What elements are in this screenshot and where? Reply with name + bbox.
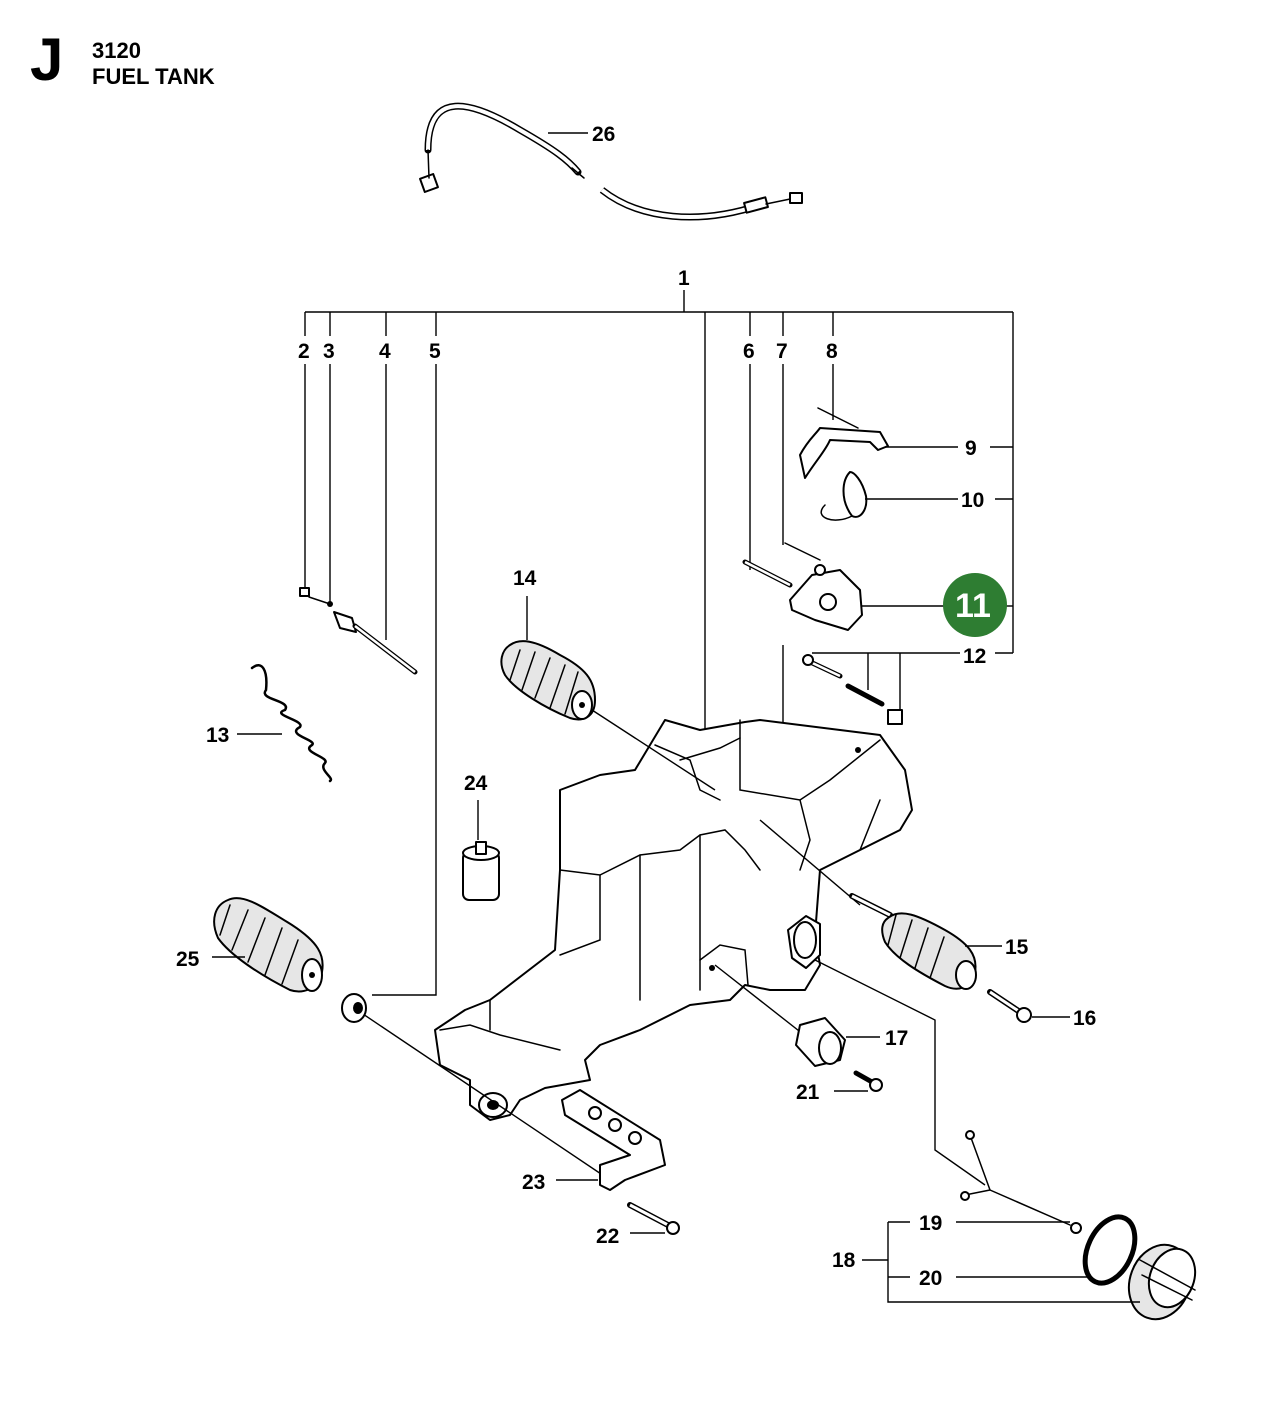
model-number: 3120 (92, 38, 141, 63)
part-25-rubber-buffer (212, 897, 367, 1023)
body-leader-lines (359, 709, 986, 1186)
label-22: 22 (596, 1225, 619, 1248)
parts-2-5-valve (299, 587, 418, 675)
part-17-bushing (795, 1017, 880, 1067)
part-26-hose (419, 102, 803, 221)
label-24: 24 (464, 772, 488, 795)
page-title: FUEL TANK (92, 64, 215, 89)
part-18-fuel-cap (1127, 1243, 1197, 1321)
label-19: 19 (919, 1212, 942, 1235)
part-20-o-ring (1082, 1214, 1138, 1286)
part-14-rubber-buffer (500, 596, 596, 721)
label-23: 23 (522, 1171, 545, 1194)
part-19-cap-strap (960, 1130, 1082, 1234)
label-5: 5 (429, 340, 441, 363)
label-12: 12 (963, 645, 986, 668)
label-21: 21 (796, 1081, 820, 1104)
part-6-pin (742, 559, 793, 588)
part-10-spring (820, 470, 868, 521)
label-13: 13 (206, 724, 229, 747)
label-2: 2 (298, 340, 310, 363)
part-22-screw (627, 1202, 680, 1235)
part-9-clip (799, 407, 889, 479)
label-3: 3 (323, 340, 335, 363)
label-20: 20 (919, 1267, 942, 1290)
label-8: 8 (826, 340, 838, 363)
part-15-rubber-buffer (849, 893, 1002, 990)
label-14: 14 (513, 567, 537, 590)
part-21-screw (834, 1070, 883, 1092)
highlight-marker (943, 573, 1007, 637)
part-12-screw-spring (802, 654, 903, 725)
part-11-valve-body (789, 564, 863, 631)
label-4: 4 (379, 340, 391, 363)
label-9: 9 (965, 437, 977, 460)
label-16: 16 (1073, 1007, 1096, 1030)
part-18-bracket (862, 1221, 1140, 1303)
label-1: 1 (678, 267, 690, 290)
label-10: 10 (961, 489, 984, 512)
label-15: 15 (1005, 936, 1029, 959)
label-7: 7 (776, 340, 788, 363)
part-1-bracket (304, 290, 1014, 996)
label-25: 25 (176, 948, 200, 971)
part-16-screw (987, 989, 1070, 1023)
part-13-spring (237, 664, 333, 783)
part-7-pin (784, 542, 821, 561)
part-1-fuel-tank-body (434, 719, 913, 1121)
label-18: 18 (832, 1249, 856, 1272)
label-6: 6 (743, 340, 755, 363)
part-24-fuel-filter (462, 800, 500, 901)
label-17: 17 (885, 1027, 908, 1050)
label-11: 11 (955, 587, 991, 625)
section-letter: J (30, 26, 64, 93)
part-23-bracket (556, 1089, 666, 1191)
label-26: 26 (592, 123, 615, 146)
